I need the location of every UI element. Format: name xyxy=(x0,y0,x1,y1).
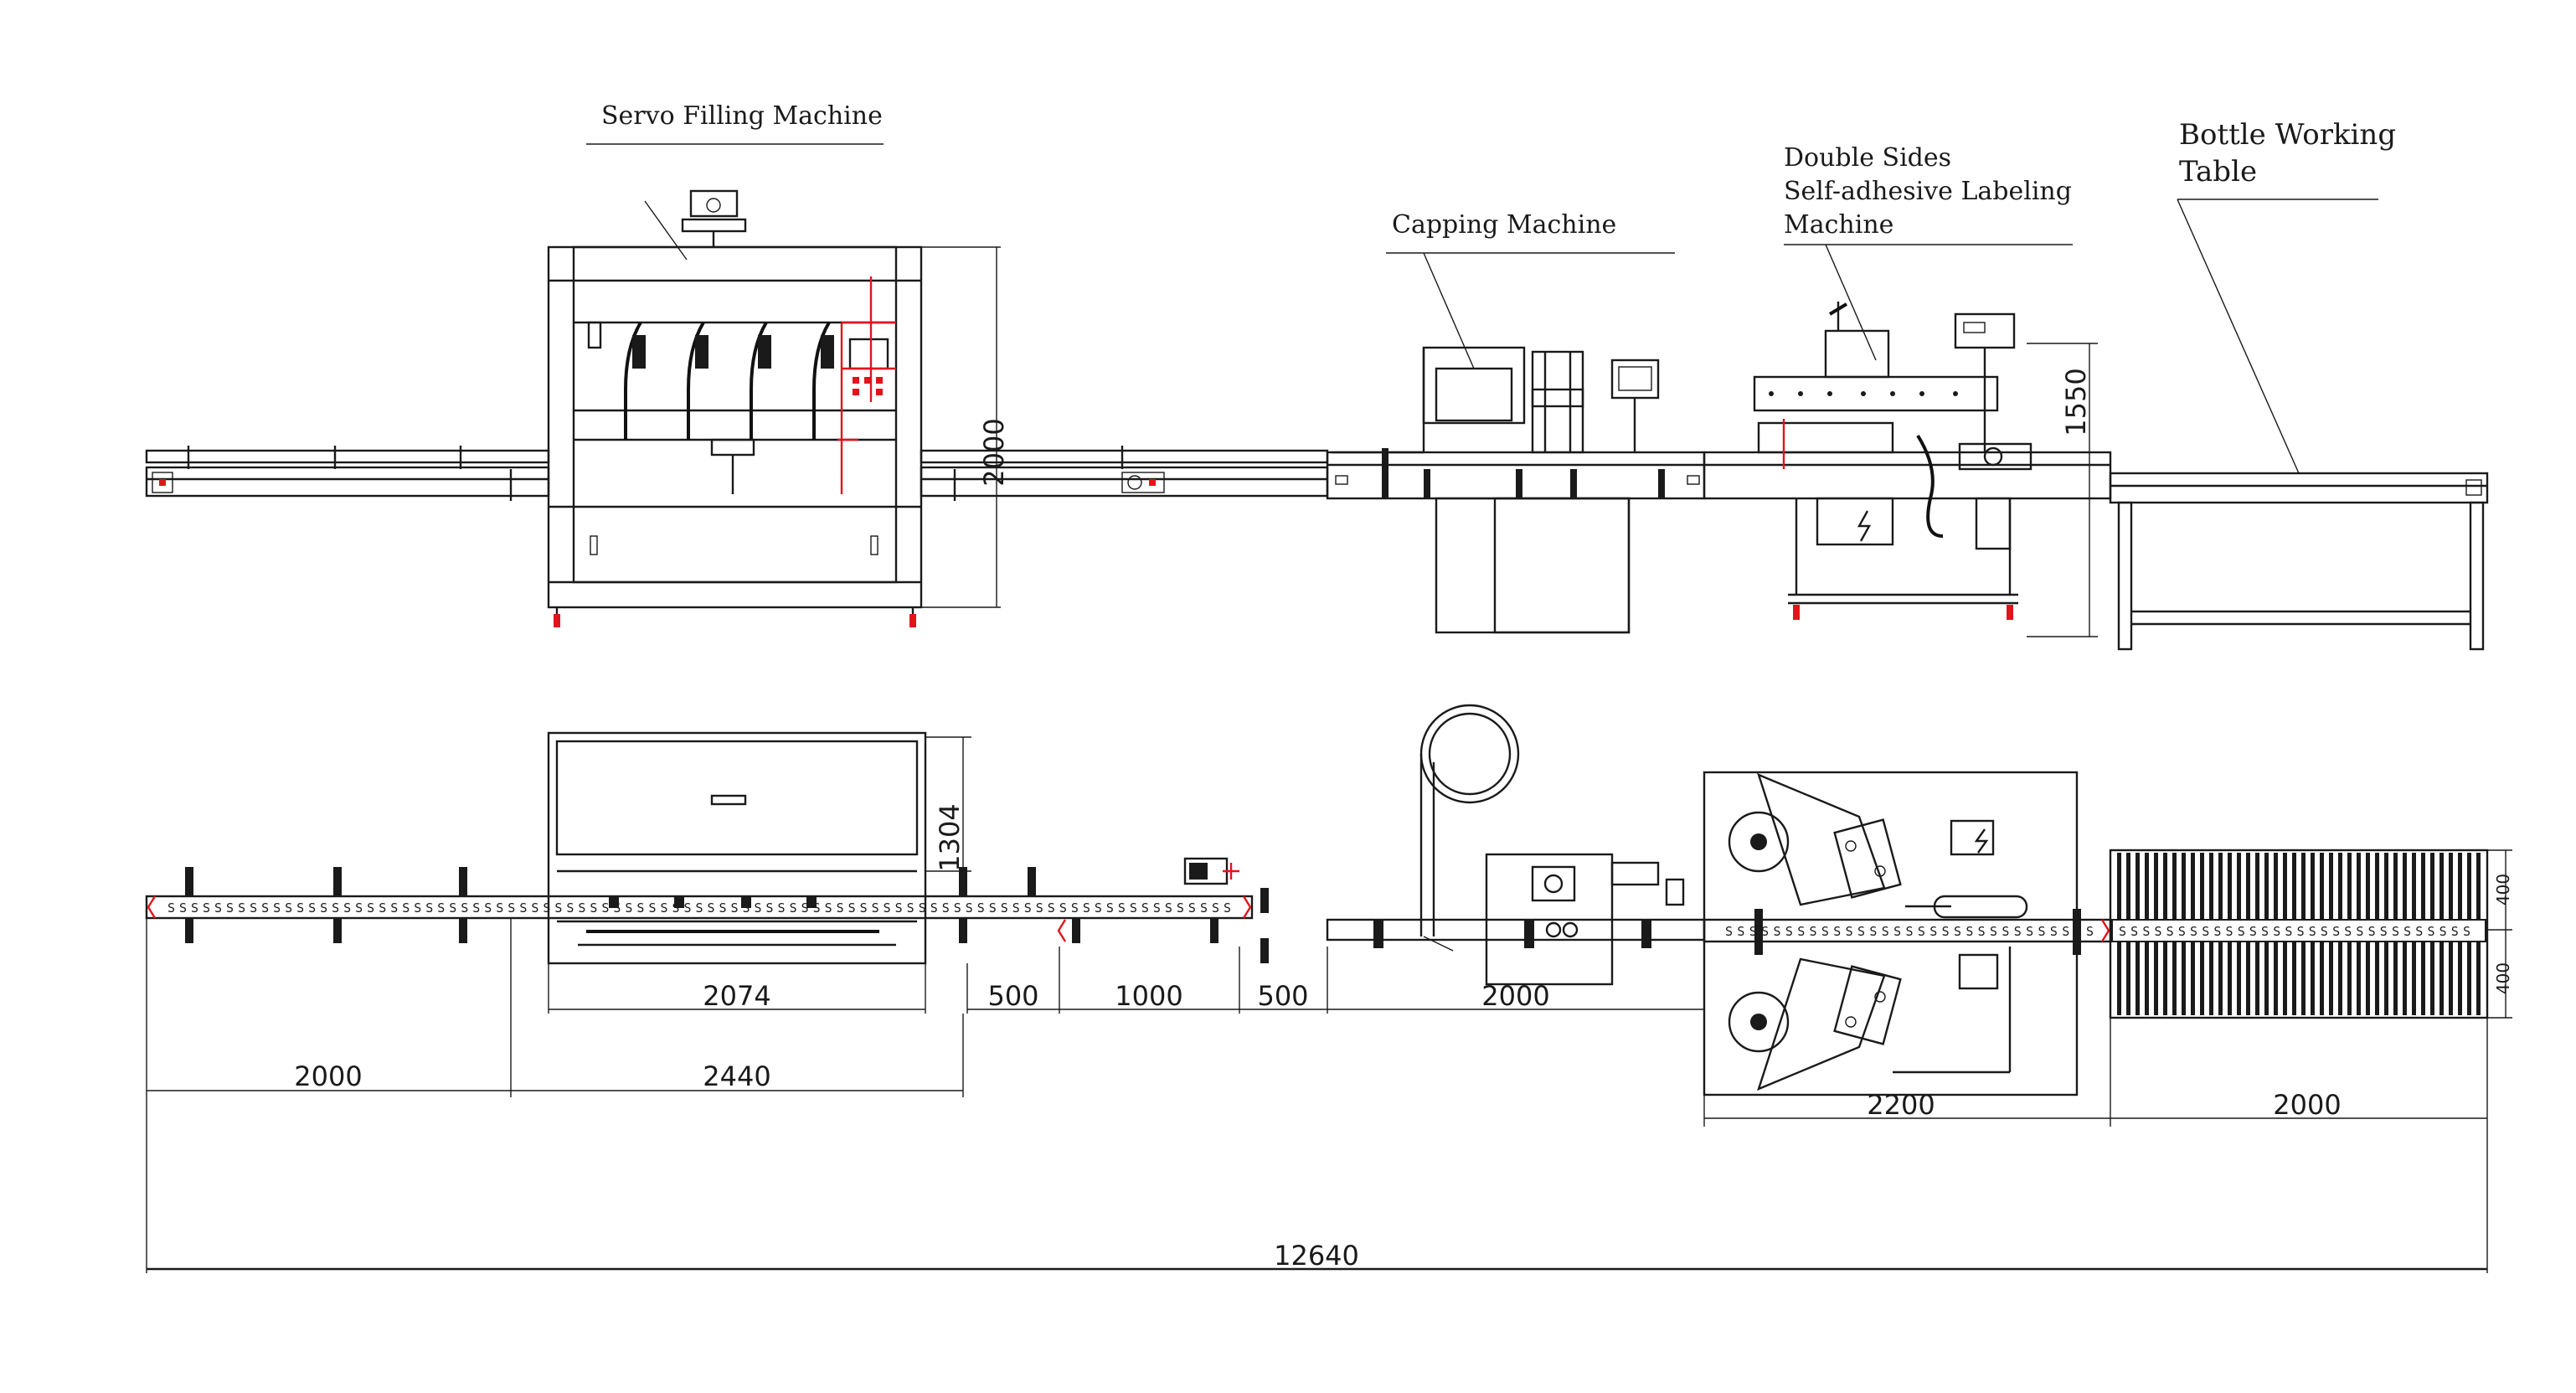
table-label-line2: Table xyxy=(2179,155,2257,188)
table-width-dimension: 2000 xyxy=(2273,1089,2341,1121)
svg-text:SSSSSSSSSSSSSSSSSSSSSSSSSSSSSS: SSSSSSSSSSSSSSSSSSSSSSSSSSSSSSSSSSSSSSSS… xyxy=(167,900,1231,916)
capping-width-dimension: 2000 xyxy=(1481,980,1549,1012)
filling-depth-dimension: 1304 xyxy=(934,803,966,871)
labeling-width-dimension: 2200 xyxy=(1867,1089,1935,1121)
front-view: 2000 xyxy=(145,143,2489,651)
labeling-top-view xyxy=(1703,771,2079,1096)
dimension-lines: 2074 500 1000 500 2000 2000 2440 2200 20… xyxy=(146,849,2513,1273)
sensor-unit xyxy=(1183,857,1239,885)
total-length-dimension: 12640 xyxy=(1274,1240,1359,1272)
table-slats: SSSSSSSSSSSSSSSSSSSSSSSSSSSSSS xyxy=(2111,853,2486,1015)
labeling-label-line1: Double Sides xyxy=(1784,143,1951,173)
filling-span-dimension: 2440 xyxy=(703,1060,770,1092)
labeling-label-line3: Machine xyxy=(1784,210,1893,240)
servo-filling-label: Servo Filling Machine xyxy=(601,101,883,131)
gap2-dimension: 500 xyxy=(1257,980,1308,1012)
front-conveyor-left xyxy=(145,446,550,501)
conveyor-left-dimension: 2000 xyxy=(294,1060,362,1092)
capping-machine xyxy=(1326,346,1706,634)
labeling-label-line2: Self-adhesive Labeling xyxy=(1784,177,2072,206)
filling-height-dimension: 2000 xyxy=(978,418,1010,486)
table-center-conveyor xyxy=(2111,919,2486,942)
table-label-line1: Bottle Working xyxy=(2179,118,2396,152)
capping-label: Capping Machine xyxy=(1392,210,1616,240)
servo-filling-machine: 2000 xyxy=(547,189,1010,627)
capping-top-view xyxy=(1373,704,1685,986)
filling-control-panel xyxy=(837,276,896,494)
gap1-dimension: 500 xyxy=(987,980,1038,1012)
table-half-top-dimension: 400 xyxy=(2493,874,2513,905)
svg-text:SSSSSSSSSSSSSSSSSSSSSSSSSSSSSS: SSSSSSSSSSSSSSSSSSSSSSSSSSSSSSS xyxy=(1725,924,2094,939)
filling-width-dimension: 2074 xyxy=(703,980,770,1012)
labeling-height-dimension: 1550 xyxy=(2060,368,2092,436)
high-voltage-icon xyxy=(1974,828,1989,854)
filling-nozzles xyxy=(587,321,834,494)
table-top-view: SSSSSSSSSSSSSSSSSSSSSSSSSSSSSS xyxy=(2109,849,2489,1019)
labeling-machine-front: 1550 xyxy=(1703,302,2112,637)
table-half-bottom-dimension: 400 xyxy=(2493,962,2513,994)
bottle-table-front xyxy=(2109,472,2489,651)
filling-top-view: 1304 xyxy=(547,731,971,965)
conveyor-mid-dimension: 1000 xyxy=(1115,980,1182,1012)
